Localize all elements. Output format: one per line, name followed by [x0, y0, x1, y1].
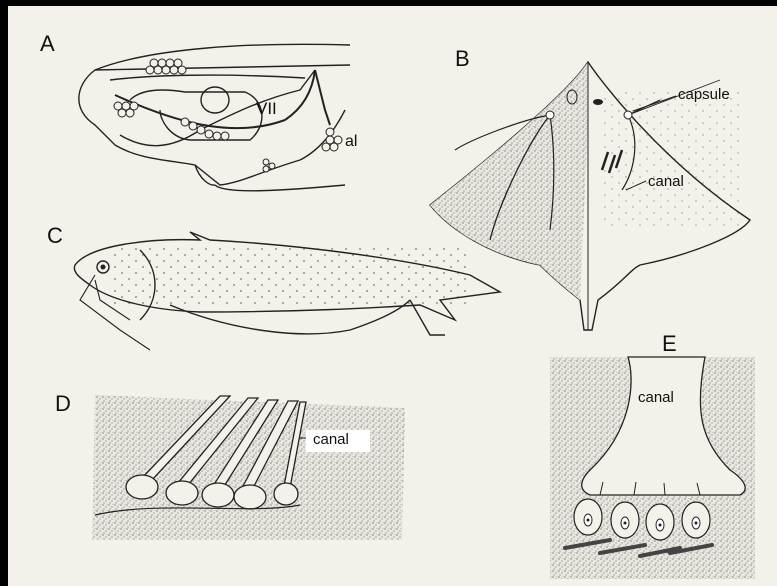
label-capsule: capsule — [678, 87, 730, 102]
label-vii: VII — [256, 100, 277, 117]
label-canal-b: canal — [648, 174, 684, 189]
panel-letter-e: E — [662, 333, 677, 355]
panel-letter-a: A — [40, 33, 55, 55]
label-canal-e: canal — [638, 390, 674, 405]
label-al: al — [345, 134, 357, 150]
label-canal-d: canal — [313, 432, 349, 447]
panel-letter-b: B — [455, 48, 470, 70]
panel-letter-d: D — [55, 393, 71, 415]
panel-d-drawing — [92, 395, 405, 540]
panel-a-drawing — [79, 44, 350, 190]
panel-letter-c: C — [47, 225, 63, 247]
panel-c-pores — [110, 245, 470, 305]
